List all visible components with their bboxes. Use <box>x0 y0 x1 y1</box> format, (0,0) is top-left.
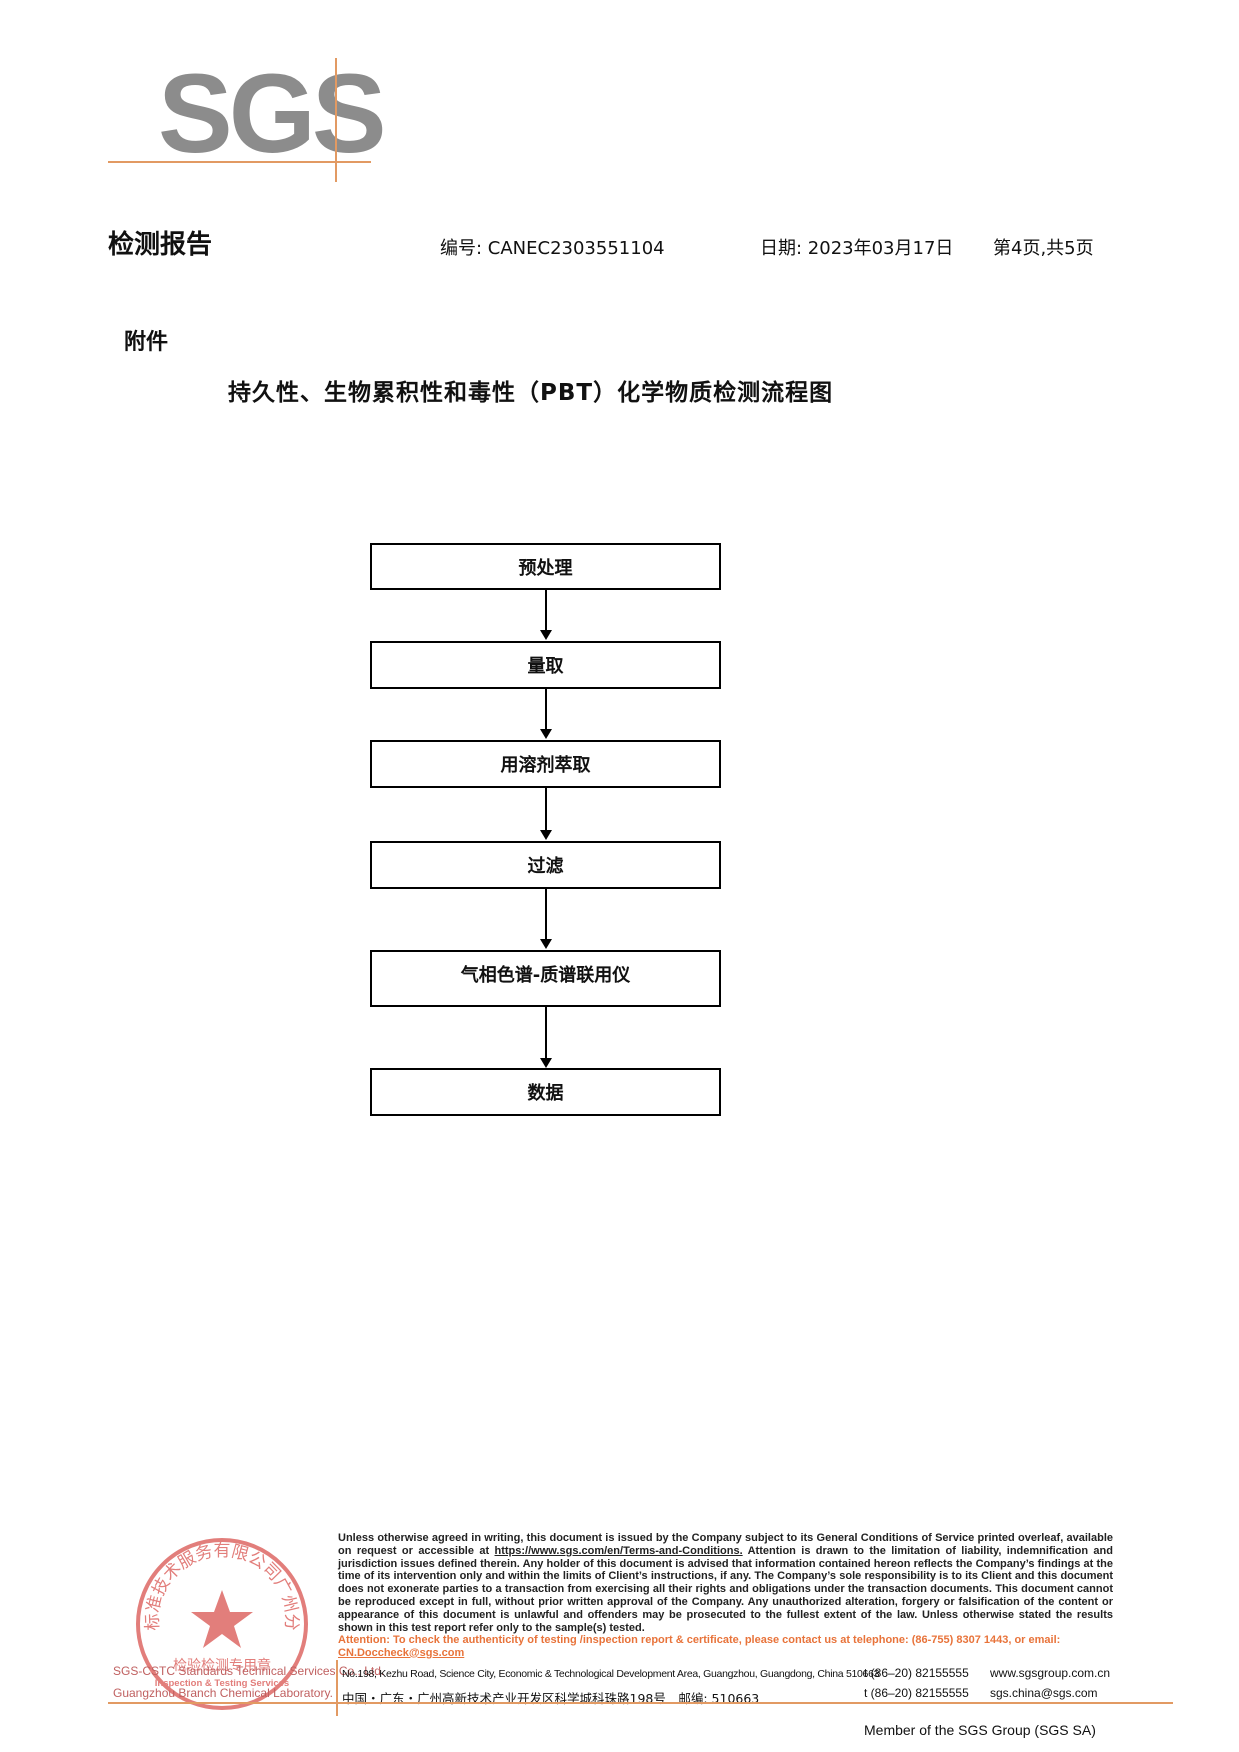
flow-step-gc-ms: 气相色谱-质谱联用仪 <box>370 950 721 1007</box>
flow-arrow-5 <box>545 1007 547 1058</box>
authenticity-notice: Attention: To check the authenticity of … <box>338 1634 1113 1660</box>
flow-arrow-2 <box>545 689 547 729</box>
flow-arrowhead-5 <box>540 1058 552 1068</box>
flow-step-filtration: 过滤 <box>370 841 721 889</box>
logo-horizontal-rule <box>108 161 371 163</box>
flow-arrowhead-2 <box>540 729 552 739</box>
address-en: No.198, Kezhu Road, Science City, Econom… <box>342 1668 880 1680</box>
flow-arrowhead-4 <box>540 939 552 949</box>
attention-text: Attention: To check the authenticity of … <box>338 1634 1061 1646</box>
footer-horizontal-rule <box>108 1702 1173 1704</box>
company-name-en: SGS-CSTC Standards Technical Services Co… <box>113 1664 385 1678</box>
disclaimer-text-a: Unless otherwise agreed in writing, this… <box>338 1532 1113 1557</box>
flow-arrow-1 <box>545 590 547 630</box>
seal-center-cn: 检验检测专用章 <box>173 1657 271 1674</box>
telephone-1: t (86–20) 82155555 <box>864 1666 969 1680</box>
inspection-seal-icon: 通标标准技术服务有限公司广州分公司 检验检测专用章 Inspection & T… <box>132 1534 308 1710</box>
appendix-label: 附件 <box>124 330 169 355</box>
flow-step-solvent-extraction: 用溶剂萃取 <box>370 740 721 788</box>
report-number: 编号: CANEC2303551104 <box>440 238 665 259</box>
seal-star <box>191 1590 253 1648</box>
flow-step-pretreatment: 预处理 <box>370 543 721 590</box>
report-date: 日期: 2023年03月17日 <box>760 238 954 259</box>
sgs-logo: SGS <box>158 51 387 176</box>
flow-arrowhead-3 <box>540 830 552 840</box>
report-title: 检测报告 <box>108 230 213 260</box>
address-cn: 中国・广东・广州高新技术产业开发区科学城科珠路198号 邮编: 510663 <box>342 1691 760 1706</box>
flow-step-measure: 量取 <box>370 641 721 689</box>
flow-arrowhead-1 <box>540 630 552 640</box>
doccheck-email-link[interactable]: CN.Doccheck@sgs.com <box>338 1646 465 1659</box>
member-statement: Member of the SGS Group (SGS SA) <box>864 1722 1096 1738</box>
contact-email-link[interactable]: sgs.china@sgs.com <box>990 1686 1098 1700</box>
flow-arrow-3 <box>545 788 547 830</box>
footer-vertical-rule <box>336 1660 338 1716</box>
terms-link[interactable]: https://www.sgs.com/en/Terms-and-Conditi… <box>494 1544 743 1557</box>
legal-disclaimer: Unless otherwise agreed in writing, this… <box>338 1532 1113 1634</box>
flow-step-data: 数据 <box>370 1068 721 1116</box>
telephone-2: t (86–20) 82155555 <box>864 1686 969 1700</box>
flowchart-title: 持久性、生物累积性和毒性（PBT）化学物质检测流程图 <box>228 380 834 406</box>
logo-vertical-rule <box>335 58 337 182</box>
branch-name-en: Guangzhou Branch Chemical Laboratory. <box>113 1686 333 1700</box>
seal-center-en: Inspection & Testing Services <box>155 1678 289 1689</box>
website-link[interactable]: www.sgsgroup.com.cn <box>990 1666 1111 1680</box>
flow-arrow-4 <box>545 889 547 939</box>
disclaimer-text-b: Attention is drawn to the limitation of … <box>338 1544 1113 1634</box>
page-indicator: 第4页,共5页 <box>993 238 1094 259</box>
